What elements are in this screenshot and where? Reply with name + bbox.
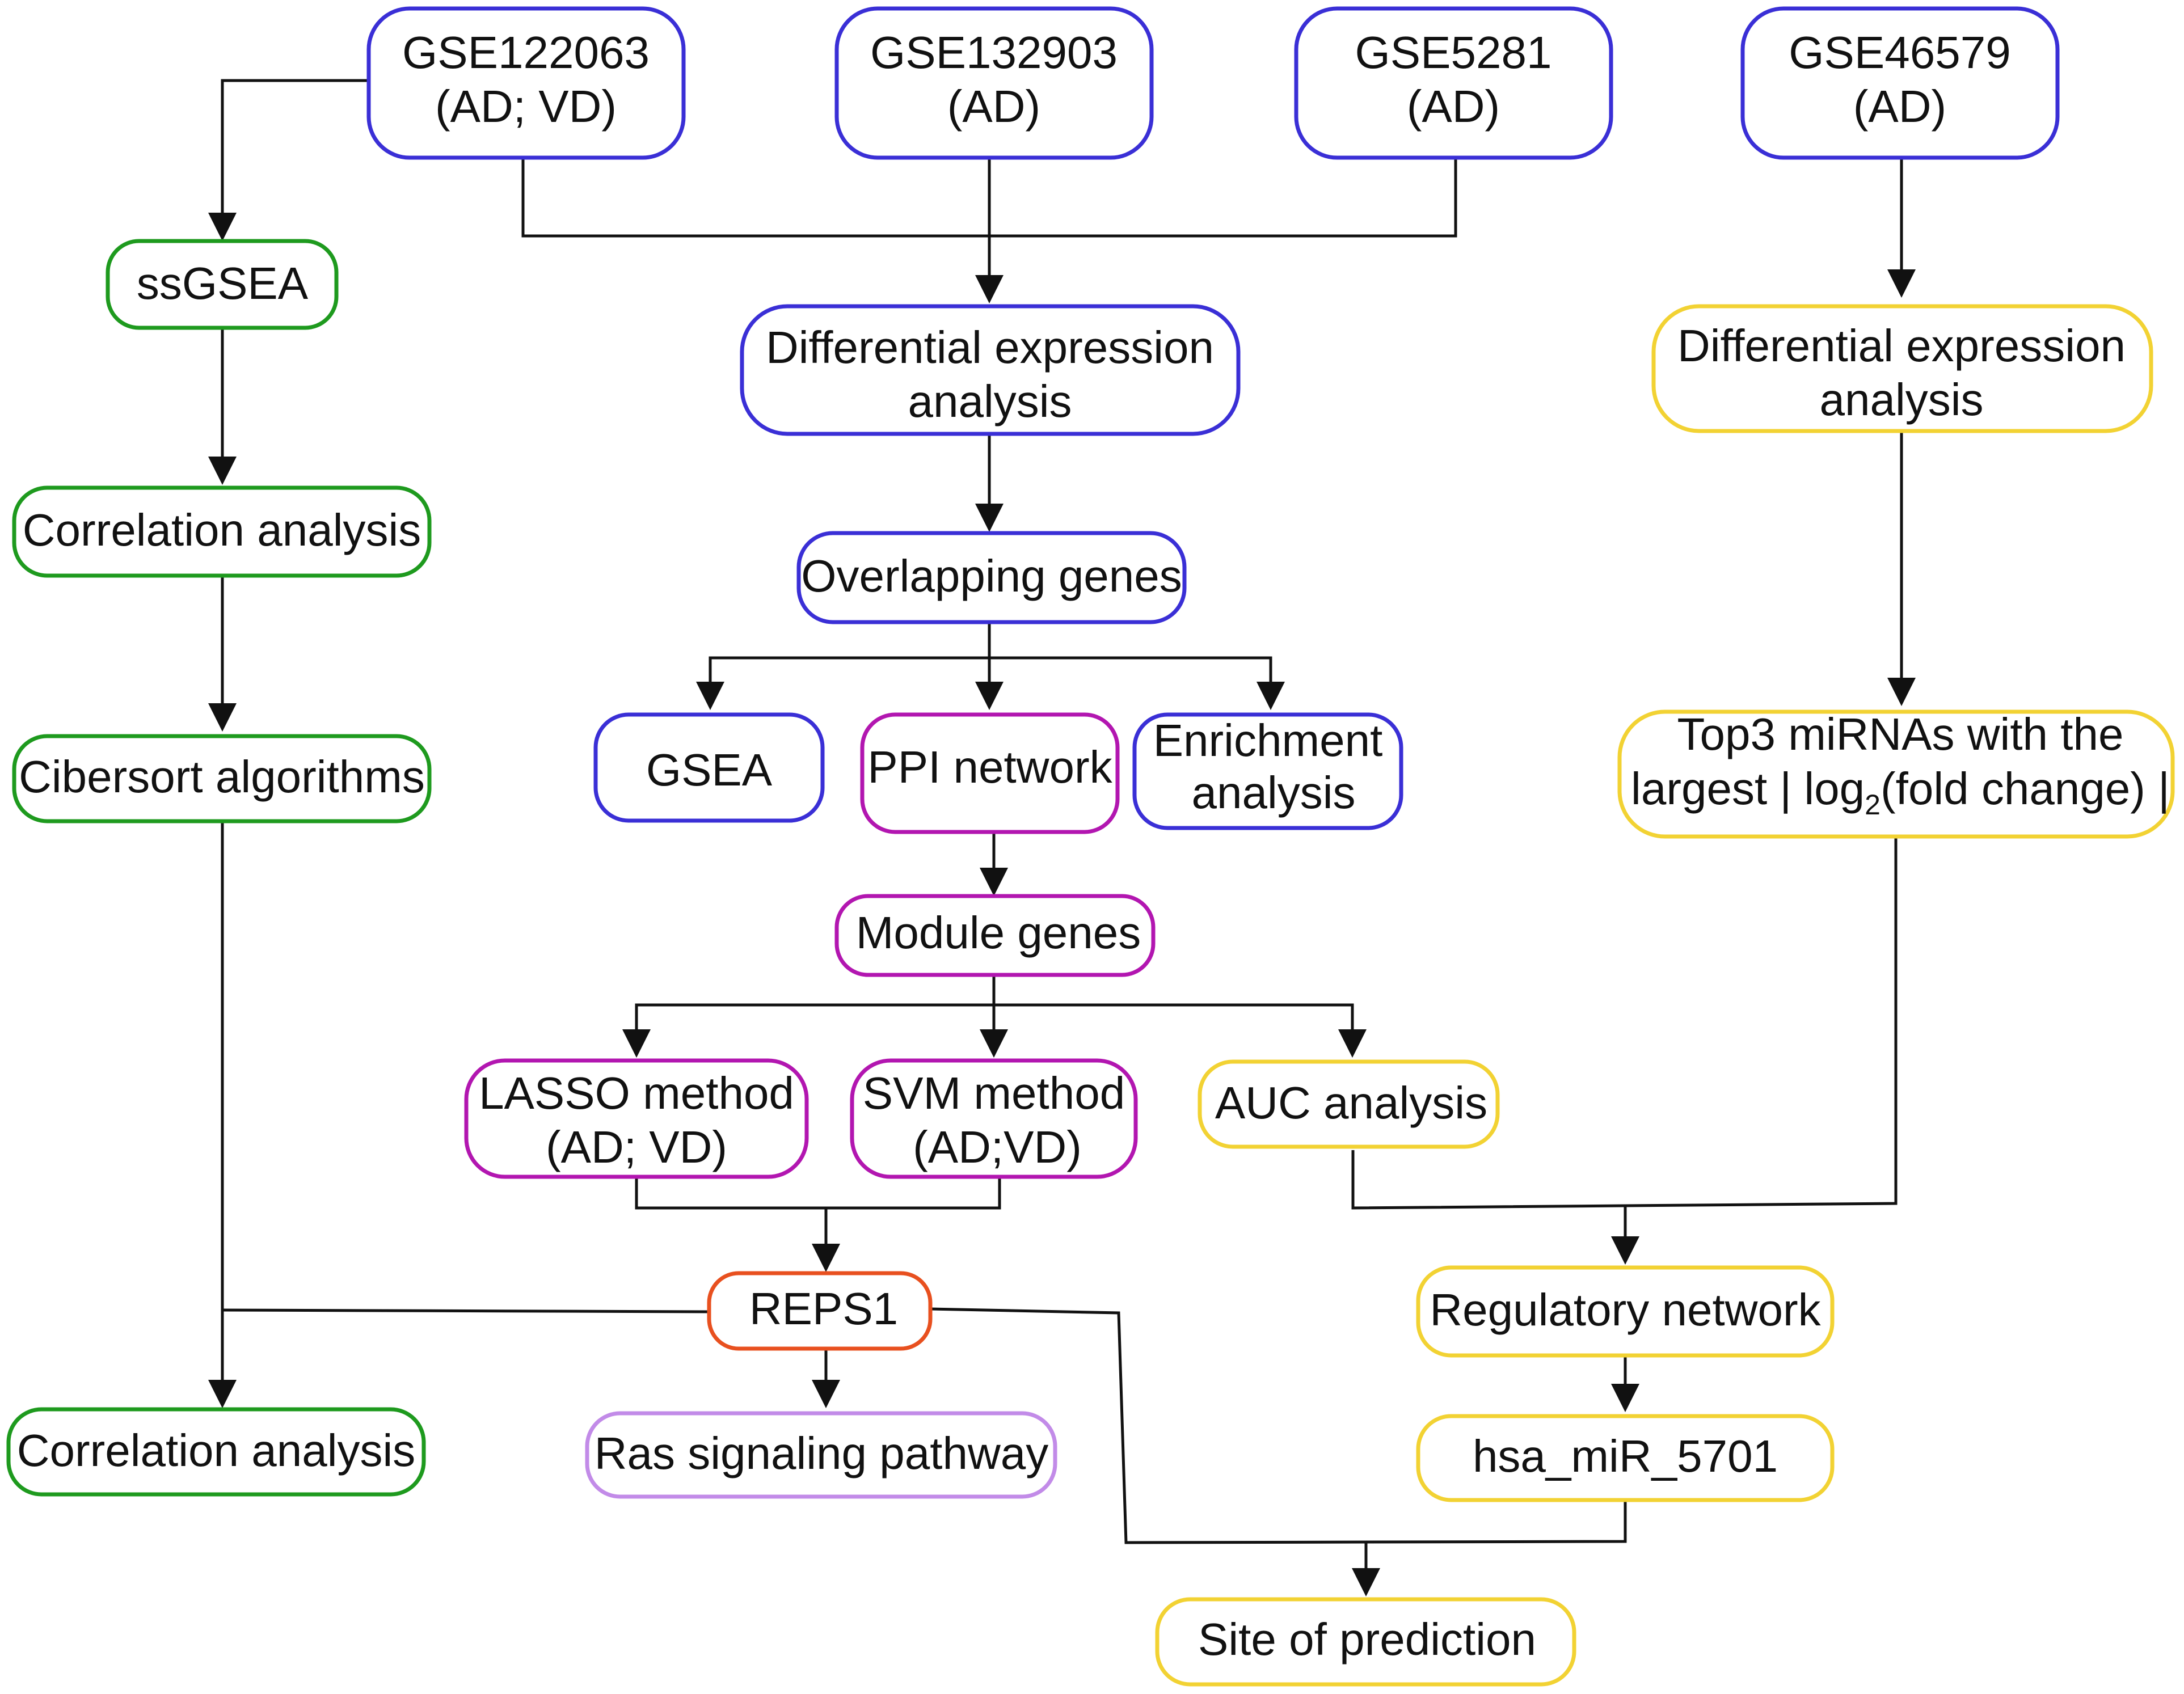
node-label-line1: SVM method [863, 1068, 1125, 1118]
node-label-line2a: largest | log [1631, 763, 1865, 814]
node-label-line2: largest | log2(fold change) | [1631, 763, 2170, 821]
edge-reps1-site [930, 1307, 1627, 1544]
node-box [366, 6, 686, 160]
node-correlation-analysis-2: Correlation analysis [6, 1407, 426, 1497]
node-box [1198, 1059, 1500, 1149]
node-label: Regulatory network [1430, 1285, 1821, 1335]
node-correlation-analysis-1: Correlation analysis [12, 485, 432, 578]
node-label: GSEA [646, 745, 773, 795]
node-label-line1: GSE122063 [402, 27, 650, 78]
node-label: Cibersort algorithms [19, 751, 425, 802]
node-site-of-prediction: Site of prediction [1155, 1597, 1576, 1687]
node-label-line2: (AD) [1853, 81, 1946, 132]
node-box [834, 6, 1154, 160]
node-label: Ras signaling pathway [595, 1428, 1048, 1478]
node-label: hsa_miR_5701 [1473, 1431, 1778, 1481]
node-label-line2: (AD;VD) [913, 1122, 1082, 1172]
node-svm: SVM method (AD;VD) [850, 1058, 1138, 1179]
node-cibersort: Cibersort algorithms [12, 734, 432, 823]
node-box [1155, 1597, 1576, 1687]
node-box [464, 1058, 809, 1179]
edge-top3-merge [1351, 837, 1898, 1210]
node-ras: Ras signaling pathway [585, 1411, 1057, 1499]
node-label-line2: analysis [1191, 767, 1355, 818]
node-module-genes: Module genes [834, 894, 1156, 977]
node-box [1651, 304, 2153, 433]
node-label-line1: Enrichment [1153, 715, 1383, 766]
node-label: REPS1 [749, 1283, 898, 1334]
node-diff-expr-right: Differential expression analysis [1651, 304, 2153, 433]
node-auc: AUC analysis [1198, 1059, 1500, 1149]
node-gse132903: GSE132903 (AD) [834, 6, 1154, 160]
node-label: Correlation analysis [23, 505, 421, 555]
node-label-line1: Differential expression [766, 322, 1214, 373]
node-label-line2b: (fold change) | [1881, 763, 2170, 814]
node-reps1: REPS1 [707, 1271, 933, 1351]
node-label: PPI network [867, 742, 1112, 792]
node-hsa-mir-5701: hsa_miR_5701 [1416, 1414, 1835, 1502]
node-overlapping-genes: Overlapping genes [796, 531, 1187, 624]
node-box [106, 239, 339, 330]
node-label: Correlation analysis [17, 1425, 416, 1476]
node-box [707, 1271, 933, 1351]
node-label: ssGSEA [137, 258, 309, 309]
node-label-line2: (AD) [1407, 81, 1500, 132]
node-label-line1: Top3 miRNAs with the [1677, 709, 2124, 759]
node-label-line2: (AD) [947, 81, 1040, 132]
node-box [834, 894, 1156, 977]
node-enrichment: Enrichment analysis [1132, 712, 1403, 830]
node-label-line2: (AD; VD) [546, 1122, 727, 1172]
node-label-line2: (AD; VD) [435, 81, 617, 132]
node-ssgsea: ssGSEA [106, 239, 339, 330]
node-ppi-network: PPI network [860, 712, 1120, 834]
node-label-line1: LASSO method [479, 1068, 794, 1118]
node-box [1416, 1265, 1835, 1358]
connectors [208, 79, 1916, 1596]
node-label: Site of prediction [1198, 1614, 1536, 1665]
node-label-line1: GSE132903 [870, 27, 1118, 78]
edge-reps1-left [222, 1308, 710, 1313]
node-box [1740, 6, 2060, 160]
node-lasso: LASSO method (AD; VD) [464, 1058, 809, 1179]
node-box [740, 304, 1241, 436]
node-box [796, 531, 1187, 624]
node-box [6, 1407, 426, 1497]
node-diff-expr-mid: Differential expression analysis [740, 304, 1241, 436]
node-box [850, 1058, 1138, 1179]
node-top3-mirnas: Top3 miRNAs with the largest | log2(fold… [1617, 709, 2175, 839]
node-box [593, 712, 825, 823]
node-gse122063: GSE122063 (AD; VD) [366, 6, 686, 160]
node-box [1416, 1414, 1835, 1502]
node-box [12, 734, 432, 823]
node-box [12, 485, 432, 578]
node-box [585, 1411, 1057, 1499]
node-gsea: GSEA [593, 712, 825, 823]
node-label-line1: Differential expression [1677, 320, 2126, 371]
node-box [1132, 712, 1403, 830]
node-label: AUC analysis [1215, 1078, 1487, 1128]
node-label-subscript: 2 [1865, 789, 1881, 821]
node-box [1617, 709, 2175, 839]
edge-gse122063-ssgsea [208, 79, 369, 241]
node-label-line1: GSE5281 [1355, 27, 1552, 78]
node-label-line2: analysis [908, 376, 1072, 426]
node-gse5281: GSE5281 (AD) [1294, 6, 1613, 160]
node-label-line2: analysis [1819, 374, 1983, 425]
node-label: Module genes [856, 907, 1141, 958]
node-label: Overlapping genes [801, 551, 1182, 601]
node-label-line1: GSE46579 [1789, 27, 2010, 78]
node-gse46579: GSE46579 (AD) [1740, 6, 2060, 160]
node-box [860, 712, 1120, 834]
node-box [1294, 6, 1613, 160]
edge-lasso-svm-merge [635, 1177, 1001, 1210]
node-regulatory-network: Regulatory network [1416, 1265, 1835, 1358]
